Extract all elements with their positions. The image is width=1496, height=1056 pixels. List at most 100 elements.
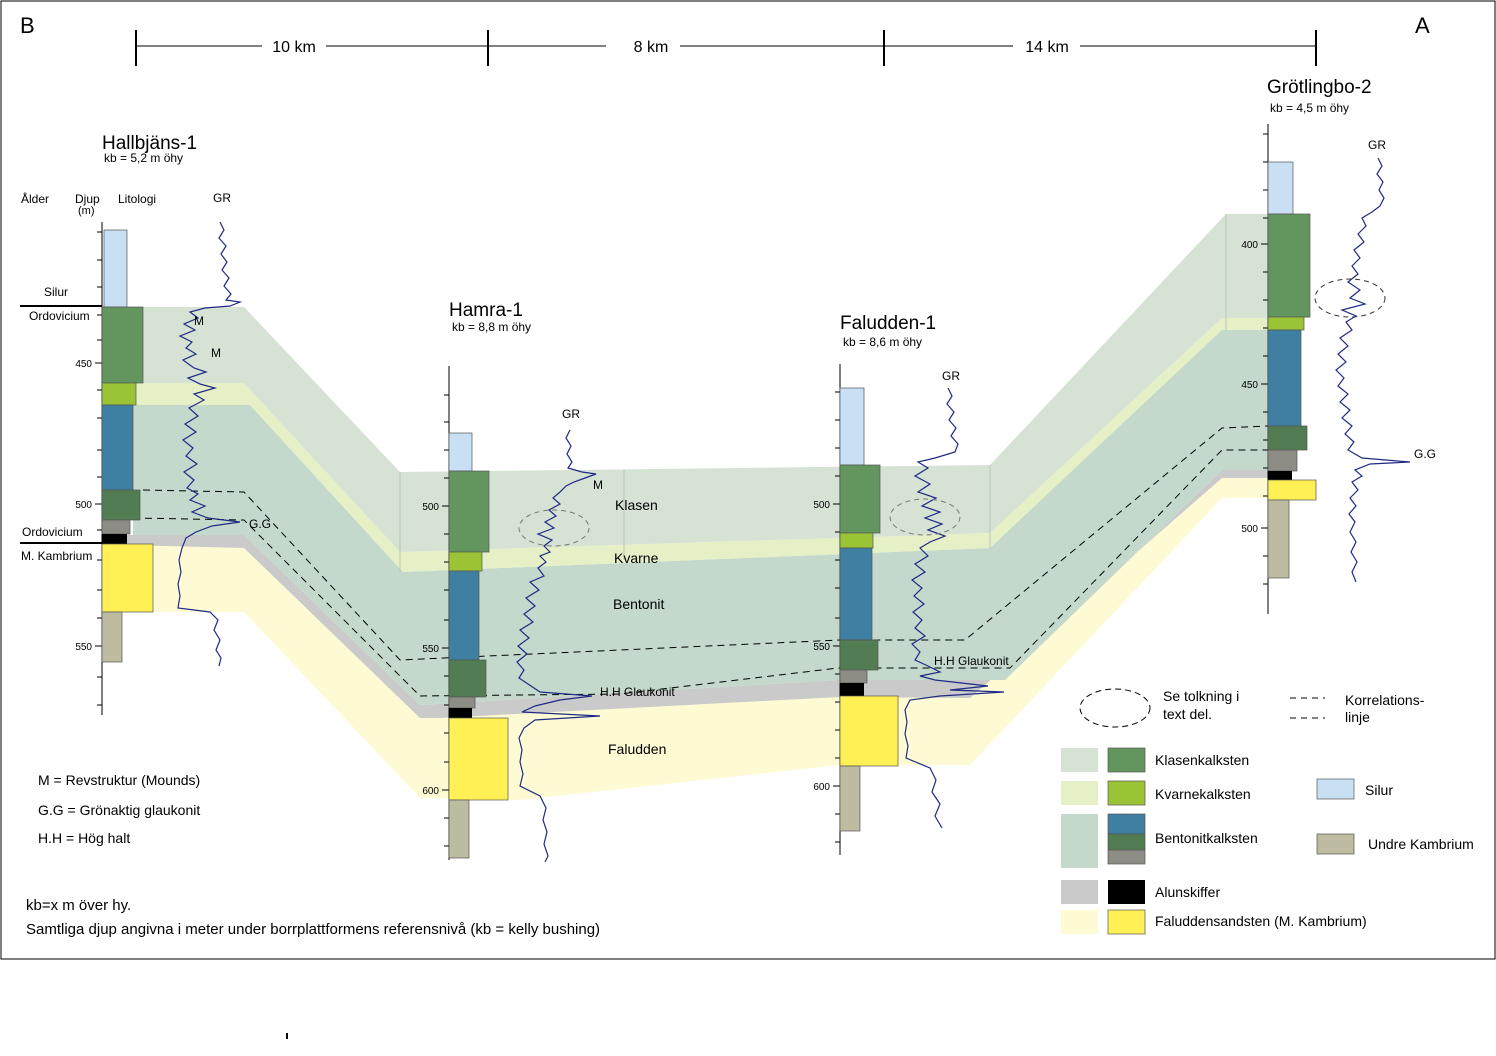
lith-silur [448, 432, 473, 472]
depth-label: 500 [1241, 524, 1258, 535]
gr-label-hamra: GR [562, 407, 580, 421]
gr-log-hallbjans [177, 221, 243, 667]
unit-label-klasen: Klasen [615, 497, 658, 513]
lith-glaukonit-grey [1267, 449, 1298, 472]
depth-label: 400 [1241, 240, 1258, 251]
footnote-kb: kb=x m över hy. [26, 897, 131, 914]
legend-correlation-line1: Korrelations- [1345, 692, 1425, 708]
legend-label-bentonit: Bentonitkalksten [1155, 830, 1258, 846]
interpretation-ellipse [889, 498, 961, 536]
legend-swatch-kvarne-light [1061, 781, 1098, 805]
end-label-b: B [20, 13, 35, 38]
legend-label-klasen: Klasenkalksten [1155, 752, 1249, 768]
depth-label: 500 [75, 500, 92, 511]
well-grotlingbo: Grötlingbo-2 kb = 4,5 m öhy GR 400 450 5… [1241, 77, 1436, 614]
column-header-depth: Djup [75, 192, 100, 206]
age-ordovicium: Ordovicium [29, 309, 90, 323]
correlation-bands [127, 214, 1310, 800]
lith-glaukonit [101, 489, 141, 521]
interpretation-ellipse [1314, 278, 1386, 318]
unit-label-kvarne: Kvarne [614, 550, 659, 566]
legend-swatch-kvarne-dark [1107, 780, 1146, 806]
klasen-band [143, 214, 1310, 552]
abbreviation-gg: G.G = Grönaktig glaukonit [38, 802, 200, 818]
lith-undre-kambrium [101, 611, 123, 663]
lith-silur [1267, 161, 1294, 215]
legend-label-silur: Silur [1365, 782, 1393, 798]
gr-label-faludden: GR [942, 369, 960, 383]
marker-gg: G.G [1414, 447, 1436, 461]
lith-glaukonit [839, 639, 879, 671]
end-label-a: A [1415, 13, 1430, 38]
well-name-grotlingbo: Grötlingbo-2 [1267, 77, 1372, 98]
column-header-age: Ålder [21, 191, 49, 206]
correlation-line-gg [132, 449, 1268, 697]
abbreviation-hh: H.H = Hög halt [38, 830, 130, 846]
legend-swatch-klasen-light [1061, 748, 1098, 772]
depth-axis-hallbjans [95, 222, 103, 715]
age-kambrium: M. Kambrium [21, 549, 92, 563]
lith-klasen [839, 464, 881, 534]
abbreviation-notes: M = Revstruktur (Mounds) G.G = Grönaktig… [26, 772, 600, 938]
depth-label: 500 [422, 502, 439, 513]
lith-klasen [1267, 213, 1311, 318]
distance-2: 8 km [634, 39, 669, 56]
age-silur: Silur [44, 285, 68, 299]
legend-swatch-bentonit-light [1061, 814, 1098, 868]
gr-log-faludden [904, 387, 1005, 829]
distance-scale: B A 10 km 8 km 14 km [20, 13, 1430, 66]
unit-labels: Klasen Kvarne Bentonit Faludden [608, 497, 666, 757]
well-kb-hallbjans: kb = 5,2 m öhy [104, 151, 183, 165]
lith-glaukonit-grey [839, 669, 868, 684]
legend-swatch-faludden-dark [1107, 909, 1146, 935]
depth-label: 600 [422, 786, 439, 797]
lith-undre-kambrium [1267, 499, 1290, 579]
lith-klasen [448, 470, 490, 553]
legend-correlation-line2: linje [1345, 709, 1370, 725]
lith-kvarne [448, 551, 483, 572]
lith-alunskiffer [449, 708, 472, 718]
legend-swatch-silur [1316, 778, 1355, 800]
depth-label: 450 [75, 359, 92, 370]
unit-label-bentonit: Bentonit [613, 596, 664, 612]
legend-label-undre-kambrium: Undre Kambrium [1368, 836, 1474, 852]
lith-glaukonit [448, 659, 487, 698]
lith-glaukonit-grey [101, 519, 131, 535]
lith-bentonit [448, 570, 480, 661]
lith-alunskiffer [102, 534, 127, 544]
well-hamra: Hamra-1 kb = 8,8 m öhy GR 500 550 600 M [422, 300, 675, 863]
lith-kvarne [839, 532, 874, 549]
legend-swatch-alun-light [1061, 880, 1098, 904]
interpretation-ellipse [518, 509, 590, 547]
abbreviation-mound: M = Revstruktur (Mounds) [38, 772, 200, 788]
lith-faludden [448, 717, 509, 801]
legend-swatch-glaukonit-dark [1107, 833, 1146, 851]
gr-log-hamra [516, 429, 601, 863]
lith-faludden [101, 543, 154, 613]
legend: Se tolkning i text del. Korrelations- li… [1061, 688, 1474, 935]
column-header-lithology: Litologi [118, 192, 156, 206]
lith-undre-kambrium [448, 799, 470, 859]
distance-3: 14 km [1025, 39, 1069, 56]
depth-label: 500 [813, 500, 830, 511]
well-kb-grotlingbo: kb = 4,5 m öhy [1270, 101, 1349, 115]
figure-frame [0, 0, 1496, 960]
gr-log-grotlingbo [1335, 157, 1411, 583]
marker-hh: H.H Glaukonit [600, 685, 675, 699]
age-ordovicium: Ordovicium [22, 525, 83, 539]
depth-label: 550 [75, 642, 92, 653]
depth-label: 450 [1241, 380, 1258, 391]
lith-bentonit [101, 404, 134, 491]
lith-silur [839, 387, 865, 466]
lith-faludden [839, 695, 899, 767]
gr-label-grotlingbo: GR [1368, 138, 1386, 152]
marker-gg: G.G [249, 517, 271, 531]
legend-swatch-undre-kambrium [1316, 833, 1355, 855]
marker-mound: M [211, 346, 221, 360]
unit-label-faludden: Faludden [608, 741, 666, 757]
legend-label-alunskiffer: Alunskiffer [1155, 884, 1220, 900]
legend-swatch-alun-dark [1108, 880, 1145, 904]
legend-swatch-glaukonit-grey [1107, 849, 1146, 865]
legend-swatch-faludden-light [1061, 910, 1098, 934]
lith-glaukonit-grey [448, 696, 476, 709]
